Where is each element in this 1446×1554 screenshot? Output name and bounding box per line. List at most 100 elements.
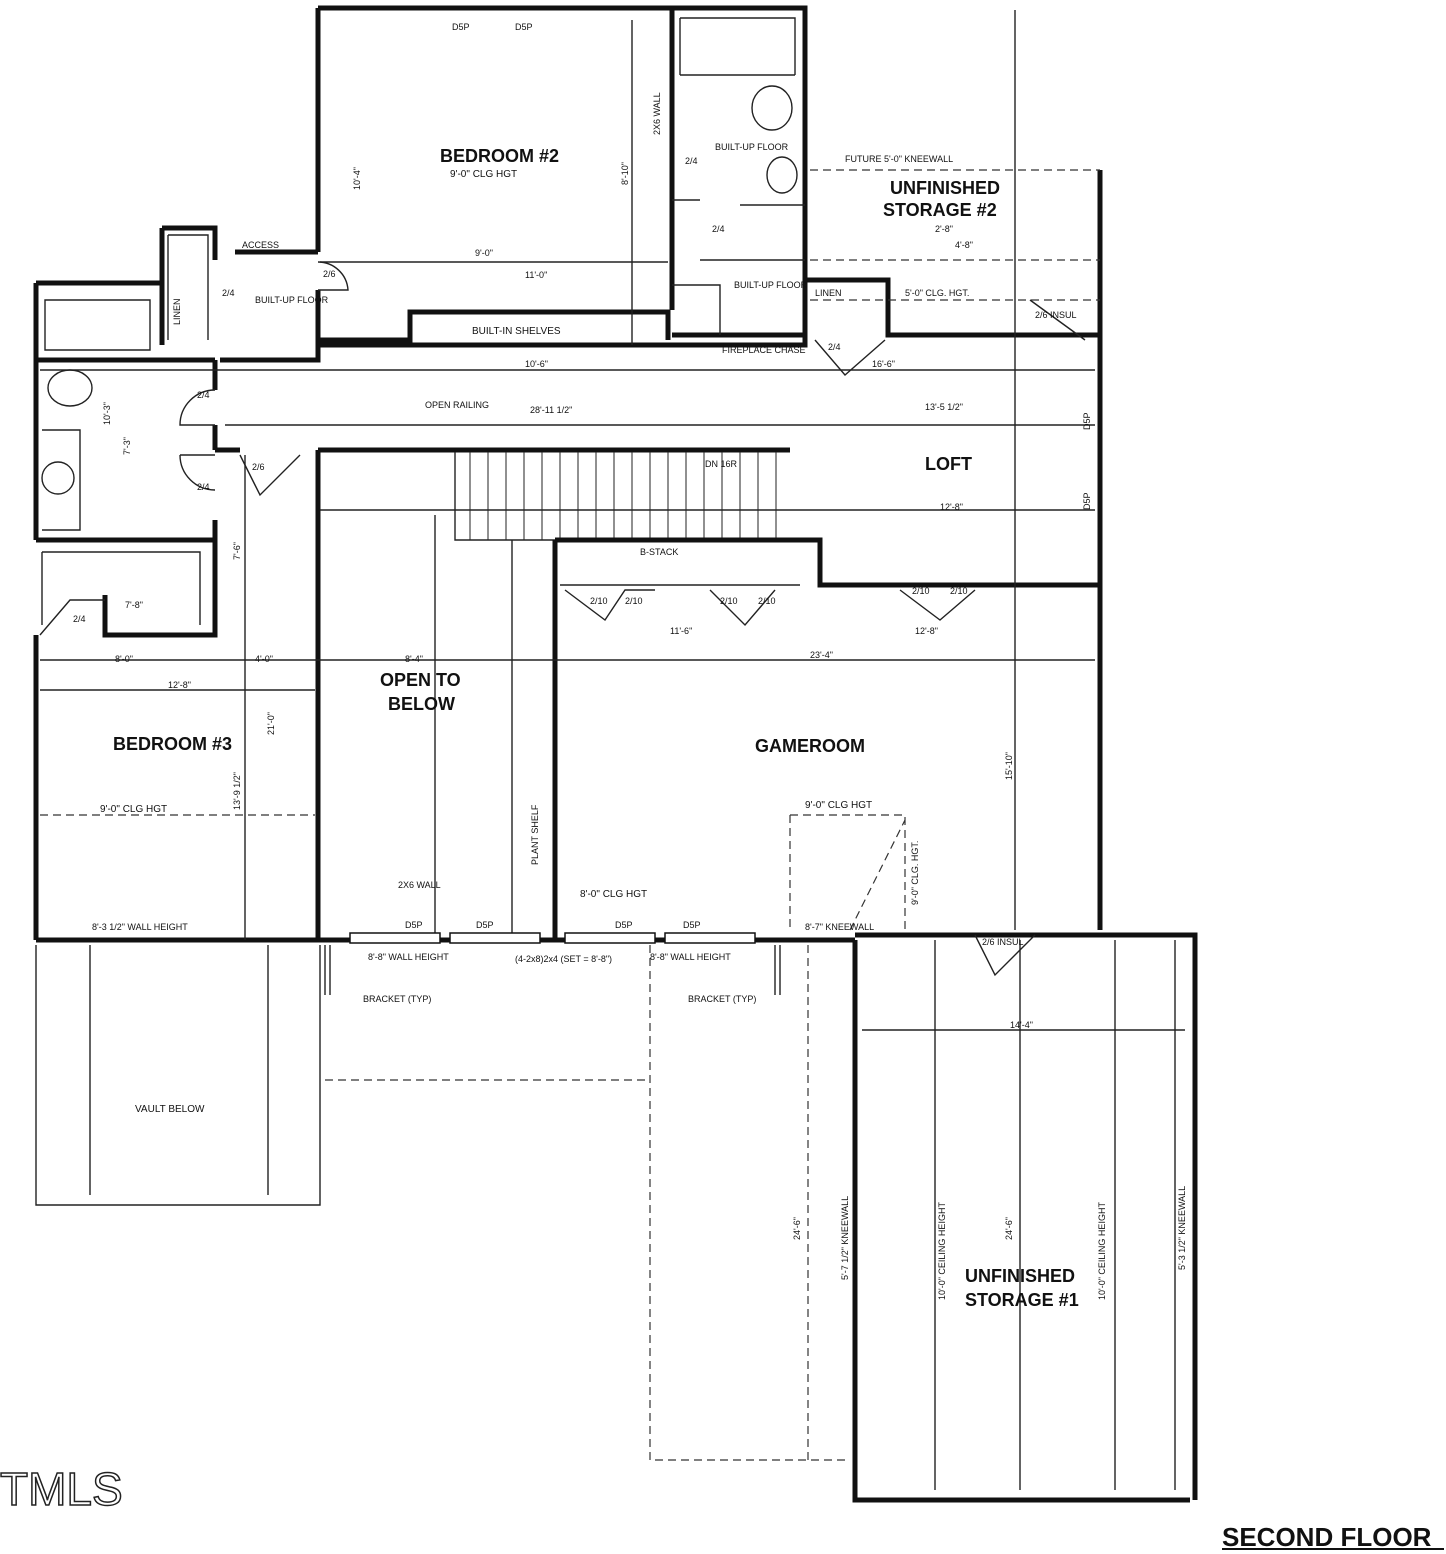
linen-note-2: LINEN	[172, 298, 182, 325]
storage1-line2: STORAGE #1	[965, 1290, 1079, 1310]
room-labels: BEDROOM #2 9'-0" CLG HGT BEDROOM #3 9'-0…	[100, 146, 1079, 1310]
future-kneewall-note: FUTURE 5'-0" KNEEWALL	[845, 154, 953, 164]
dimension-label: 14'-4"	[1010, 1020, 1033, 1030]
linen-note-1: LINEN	[815, 288, 842, 298]
wall-height-note-3: 8'-8" WALL HEIGHT	[650, 952, 731, 962]
dimension-label: 8'-10"	[620, 162, 630, 185]
built-in-shelves-note: BUILT-IN SHELVES	[472, 326, 561, 337]
door-label: 2/4	[197, 390, 210, 400]
window-label: D5P	[683, 920, 701, 930]
bracket-note-1: BRACKET (TYP)	[363, 994, 431, 1004]
wall-height-note-1: 8'-3 1/2" WALL HEIGHT	[92, 922, 188, 932]
window-label: D5P	[1082, 492, 1092, 510]
built-up-floor-note-2: BUILT-UP FLOOR	[734, 280, 808, 290]
storage1-ceiling-right-note: 10'-0" CEILING HEIGHT	[1097, 1202, 1107, 1300]
dimension-label: 9'-0"	[475, 248, 493, 258]
insul-note-1: 2/6 INSUL	[1035, 310, 1077, 320]
toilet-icon	[47, 369, 93, 407]
plan-title: SECOND FLOOR	[1222, 1522, 1432, 1552]
dimension-label: 23'-4"	[810, 650, 833, 660]
door-label: 2/4	[828, 342, 841, 352]
door-label: 2/10	[720, 596, 738, 606]
storage2-line2: STORAGE #2	[883, 200, 997, 220]
clg-hgt-storage2-note: 5'-0" CLG. HGT.	[905, 288, 969, 298]
open-railing-note: OPEN RAILING	[425, 400, 489, 410]
door-label: 2/4	[73, 614, 86, 624]
dimension-label: 4'-8"	[955, 240, 973, 250]
door-label: 2/4	[685, 156, 698, 166]
window-mark	[664, 932, 756, 944]
door-label: 2/10	[590, 596, 608, 606]
dimension-label: 4'-0"	[255, 654, 273, 664]
dimension-label: 2'-8"	[935, 224, 953, 234]
notes: BUILT-IN SHELVES BUILT-UP FLOOR BUILT-UP…	[92, 92, 1187, 1300]
plant-shelf-note: PLANT SHELF	[530, 804, 540, 865]
dimension-label: 7'-3"	[122, 437, 132, 455]
windows: D5P D5P D5P D5P D5P D5P D5P D5P	[349, 22, 1092, 944]
dimension-label: 24'-6"	[792, 1217, 802, 1240]
door-swings	[39, 261, 1086, 977]
bracket-note-2: BRACKET (TYP)	[688, 994, 756, 1004]
open-to-below-line2: BELOW	[388, 694, 455, 714]
door-label: 2/4	[222, 288, 235, 298]
b-stack-note: B-STACK	[640, 547, 678, 557]
window-label: D5P	[476, 920, 494, 930]
insul-note-2: 2/6 INSUL	[982, 937, 1024, 947]
dimension-label: 24'-6"	[1004, 1217, 1014, 1240]
storage2-line1: UNFINISHED	[890, 178, 1000, 198]
dn-stair-note: DN 16R	[705, 459, 738, 469]
dimension-label: 8'-4"	[405, 654, 423, 664]
loft-name: LOFT	[925, 454, 972, 474]
dimension-label: 13'-9 1/2"	[232, 772, 242, 810]
door-label: 2/4	[197, 482, 210, 492]
dimension-label: 7'-6"	[232, 542, 242, 560]
bedroom2-name: BEDROOM #2	[440, 146, 559, 166]
toilet-icon	[751, 85, 793, 131]
header-note: (4-2x8)2x4 (SET = 8'-8")	[515, 954, 612, 964]
gameroom-ceiling: 8'-0" CLG HGT	[580, 889, 647, 900]
door-label: 2/10	[912, 586, 930, 596]
built-up-floor-note-1: BUILT-UP FLOOR	[715, 142, 789, 152]
door-label: 2/10	[625, 596, 643, 606]
window-mark	[449, 932, 541, 944]
vault-below: VAULT BELOW	[135, 1104, 205, 1115]
dimension-label: 13'-5 1/2"	[925, 402, 963, 412]
fixtures	[41, 85, 798, 495]
storage1-kneewall-right-note: 5'-3 1/2" KNEEWALL	[1177, 1186, 1187, 1270]
dimension-label: 10'-3"	[102, 402, 112, 425]
kneewall-gameroom-note: 8'-7" KNEEWALL	[805, 922, 874, 932]
fireplace-chase-note: FIREPLACE CHASE	[722, 345, 806, 355]
sink-icon	[766, 156, 798, 194]
dimension-label: 10'-4"	[352, 167, 362, 190]
door-label: 2/6	[323, 269, 336, 279]
window-mark	[349, 932, 441, 944]
watermark: TMLS	[0, 1463, 123, 1515]
walls	[33, 5, 1198, 1503]
window-label: D5P	[615, 920, 633, 930]
wall-height-note-2: 8'-8" WALL HEIGHT	[368, 952, 449, 962]
dimensions: 9'-0" 11'-0" 10'-6" 16'-6" 28'-11 1/2" 1…	[102, 162, 1033, 1240]
gameroom-name: GAMEROOM	[755, 736, 865, 756]
bedroom3-name: BEDROOM #3	[113, 734, 232, 754]
door-label: 2/10	[758, 596, 776, 606]
door-label: 2/6	[252, 462, 265, 472]
window-label: D5P	[405, 920, 423, 930]
window-label: D5P	[515, 22, 533, 32]
dimension-label: 16'-6"	[872, 359, 895, 369]
stair-treads	[469, 452, 777, 540]
wall-2x6-note-1: 2X6 WALL	[652, 92, 662, 135]
dimension-label: 15'-10"	[1004, 752, 1014, 780]
window-label: D5P	[452, 22, 470, 32]
dimension-label: 12'-8"	[915, 626, 938, 636]
window-mark	[564, 932, 656, 944]
storage1-line1: UNFINISHED	[965, 1266, 1075, 1286]
access-note: ACCESS	[242, 240, 279, 250]
bedroom3-ceiling: 9'-0" CLG HGT	[100, 804, 167, 815]
storage1-ceiling-left-note: 10'-0" CEILING HEIGHT	[937, 1202, 947, 1300]
bedroom2-ceiling: 9'-0" CLG HGT	[450, 169, 517, 180]
door-label: 2/10	[950, 586, 968, 596]
dimension-label: 21'-0"	[266, 712, 276, 735]
dimension-label: 12'-8"	[168, 680, 191, 690]
dimension-label: 10'-6"	[525, 359, 548, 369]
